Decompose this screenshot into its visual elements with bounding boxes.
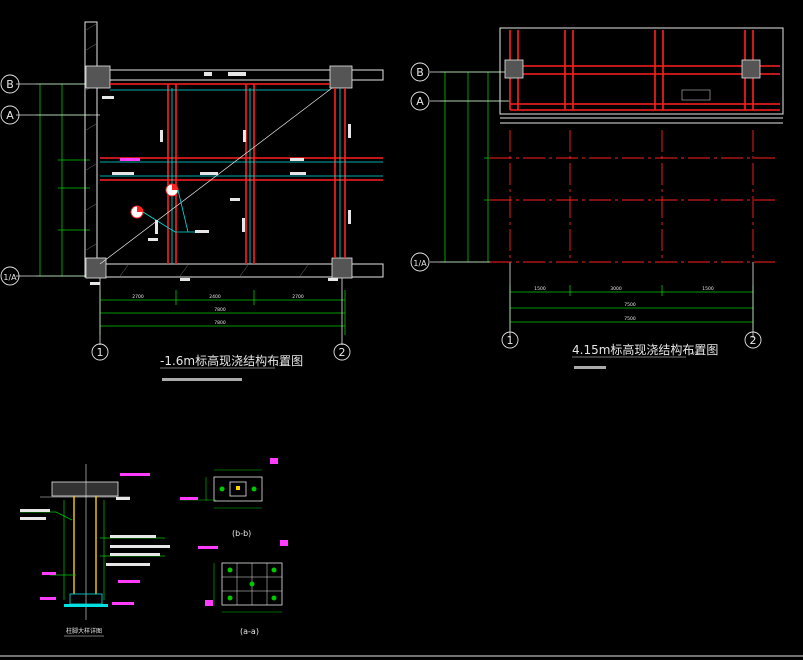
axis-bubble-1-right: 1 <box>501 331 519 349</box>
column-base-white-labels <box>20 497 170 566</box>
section-a-a-label: (a-a) <box>240 627 259 636</box>
axis-bubble-1: 1 <box>91 343 109 361</box>
svg-text:1/A: 1/A <box>413 259 427 268</box>
section-b-b: (b-b) <box>180 458 278 538</box>
dim-left-1: 2700 <box>132 294 144 300</box>
left-plan-diagonal <box>99 87 333 265</box>
axis-bubble-A-right: A <box>410 91 430 111</box>
dim-right-2: 3000 <box>610 286 622 292</box>
axis-bubble-A: A <box>0 105 20 125</box>
section-b-b-label: (b-b) <box>232 529 251 538</box>
svg-text:B: B <box>416 66 424 79</box>
svg-text:2: 2 <box>339 346 346 359</box>
column-base-leaders <box>20 500 165 600</box>
axis-bubble-B: B <box>0 74 20 94</box>
dim-left-3: 2700 <box>292 294 304 300</box>
right-plan: B A 1/A 1 2 1500 3000 1500 7500 7500 4 <box>410 27 784 369</box>
dim-right-total-b: 7500 <box>624 316 636 322</box>
right-plan-axis-bubbles: B A 1/A 1 2 <box>410 62 762 349</box>
dim-left-total-b: 7800 <box>214 320 226 326</box>
right-plan-grid-dashed <box>490 130 775 263</box>
axis-bubble-2: 2 <box>333 343 351 361</box>
right-plan-title: 4.15m标高现浇结构布置图 <box>572 342 718 357</box>
left-plan: B A 1/A 1 2 2700 2400 2700 7800 7800 <box>0 21 384 381</box>
dim-left-total-a: 7800 <box>214 307 226 313</box>
right-plan-slab <box>499 27 784 124</box>
left-plan-axis-lines <box>16 83 345 345</box>
column-detail-title: 柱脚大样详图 <box>66 627 102 635</box>
left-plan-beams-red <box>100 83 383 264</box>
right-plan-scale: 1:100 <box>688 351 700 356</box>
svg-text:B: B <box>6 78 14 91</box>
right-plan-axis-lines <box>430 71 754 338</box>
left-plan-title: -1.6m标高现浇结构布置图 <box>160 353 303 368</box>
axis-bubble-B-right: B <box>410 62 430 82</box>
axis-bubble-1A: 1/A <box>0 266 20 286</box>
axis-bubble-2-right: 2 <box>744 331 762 349</box>
dim-right-1: 1500 <box>534 286 546 292</box>
column-base-bolts <box>73 496 97 594</box>
right-plan-columns <box>504 59 761 79</box>
dim-right-total-a: 7500 <box>624 302 636 308</box>
right-plan-note <box>574 366 606 369</box>
left-plan-wall-hatch <box>85 23 309 277</box>
svg-text:1/A: 1/A <box>3 273 17 282</box>
left-plan-scale: 1:100 <box>276 362 288 367</box>
right-plan-beams-red <box>509 30 780 111</box>
svg-text:2: 2 <box>750 334 757 347</box>
right-plan-note-box <box>681 89 711 101</box>
dim-right-3: 1500 <box>702 286 714 292</box>
axis-bubble-1A-right: 1/A <box>410 252 430 272</box>
left-plan-axis-bubbles: B A 1/A 1 2 <box>0 74 351 361</box>
left-plan-walls <box>84 21 384 278</box>
section-a-a: (a-a) <box>198 540 288 636</box>
left-plan-annotations <box>90 72 351 285</box>
svg-text:A: A <box>416 95 424 108</box>
svg-text:A: A <box>6 109 14 122</box>
svg-text:1: 1 <box>507 334 514 347</box>
svg-text:1: 1 <box>97 346 104 359</box>
dim-left-2: 2400 <box>209 294 221 300</box>
left-plan-beams-cyan <box>100 88 383 264</box>
column-base-magenta-labels <box>40 473 150 605</box>
column-base-detail: 柱脚大样详图 <box>20 464 170 637</box>
left-plan-note <box>162 378 242 381</box>
